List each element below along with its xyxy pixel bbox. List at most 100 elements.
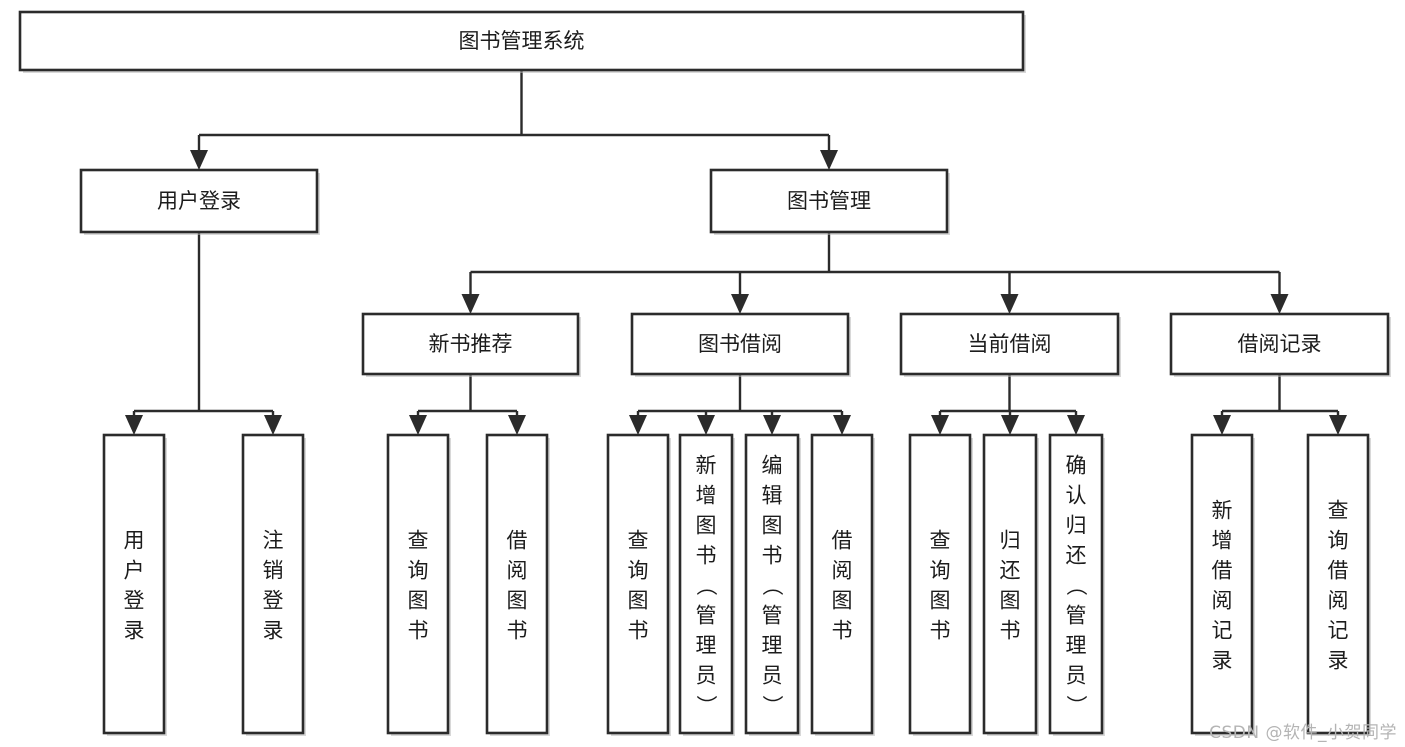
node-label-char: 归 bbox=[1066, 513, 1087, 537]
node-box[interactable] bbox=[386, 433, 450, 735]
node-box[interactable] bbox=[744, 433, 800, 735]
node-label-char: 员 bbox=[696, 663, 717, 687]
node-label-char: 记 bbox=[1212, 618, 1233, 642]
node-label-char: 确 bbox=[1066, 453, 1087, 477]
node-label-char: 书 bbox=[696, 543, 717, 567]
node-box[interactable] bbox=[485, 433, 549, 735]
node-label-char: 查 bbox=[930, 528, 951, 552]
arrow-head bbox=[264, 415, 282, 435]
arrow-head bbox=[190, 150, 208, 170]
node-label-char: 还 bbox=[1066, 543, 1087, 567]
node-leaf-用户登录-0[interactable]: 用户登录 bbox=[102, 433, 167, 736]
node-l3-新书推荐-0[interactable]: 新书推荐 bbox=[361, 312, 581, 377]
node-label-char: 管 bbox=[1066, 603, 1087, 627]
node-l3-当前借阅-2[interactable]: 当前借阅 bbox=[899, 312, 1121, 377]
node-label: 当前借阅 bbox=[968, 332, 1052, 356]
node-label-char: 借 bbox=[1328, 558, 1349, 582]
node-label-char: 增 bbox=[1212, 528, 1233, 552]
node-label-char: 图 bbox=[832, 588, 853, 612]
node-label-char: 录 bbox=[1328, 648, 1349, 672]
node-box[interactable] bbox=[1169, 312, 1390, 376]
node-label-char: 书 bbox=[1000, 618, 1021, 642]
node-label-char: 理 bbox=[1066, 633, 1087, 657]
node-label-char: 登 bbox=[263, 588, 284, 612]
arrow-head bbox=[833, 415, 851, 435]
node-box[interactable] bbox=[361, 312, 580, 376]
node-box[interactable] bbox=[709, 168, 949, 234]
node-label-char: 书 bbox=[762, 543, 783, 567]
node-label-char: 图 bbox=[628, 588, 649, 612]
node-label-char: （ bbox=[1064, 575, 1088, 596]
arrow-head bbox=[125, 415, 143, 435]
node-l3-图书借阅-1[interactable]: 图书借阅 bbox=[630, 312, 851, 377]
node-box[interactable] bbox=[908, 433, 972, 735]
node-label-char: 增 bbox=[696, 483, 717, 507]
node-label-char: 书 bbox=[408, 618, 429, 642]
node-root-图书管理系统-0[interactable]: 图书管理系统 bbox=[18, 10, 1026, 73]
node-box[interactable] bbox=[810, 433, 874, 735]
node-label-char: 认 bbox=[1066, 483, 1087, 507]
node-label-char: 销 bbox=[263, 558, 284, 582]
node-label-char: 归 bbox=[1000, 528, 1021, 552]
node-label-char: 注 bbox=[263, 528, 284, 552]
arrow-head bbox=[409, 415, 427, 435]
node-box[interactable] bbox=[678, 433, 734, 735]
node-l2-图书管理-1[interactable]: 图书管理 bbox=[709, 168, 950, 235]
node-label-char: 书 bbox=[628, 618, 649, 642]
node-box[interactable] bbox=[1048, 433, 1104, 735]
connector-layer bbox=[125, 70, 1347, 435]
arrow-head bbox=[1067, 415, 1085, 435]
arrow-head bbox=[820, 150, 838, 170]
node-label-char: 员 bbox=[762, 663, 783, 687]
node-label-char: 图 bbox=[696, 513, 717, 537]
arrow-head bbox=[629, 415, 647, 435]
node-box[interactable] bbox=[1190, 433, 1254, 735]
node-box[interactable] bbox=[18, 10, 1025, 72]
node-label-char: 管 bbox=[696, 603, 717, 627]
node-label-char: 借 bbox=[1212, 558, 1233, 582]
node-label-char: 阅 bbox=[832, 558, 853, 582]
node-box[interactable] bbox=[79, 168, 319, 234]
node-box[interactable] bbox=[606, 433, 670, 735]
node-label-char: 员 bbox=[1066, 663, 1087, 687]
arrow-head bbox=[931, 415, 949, 435]
node-box[interactable] bbox=[899, 312, 1120, 376]
node-box[interactable] bbox=[982, 433, 1038, 735]
node-label-char: 图 bbox=[507, 588, 528, 612]
node-label-char: 录 bbox=[263, 618, 284, 642]
node-label-char: 询 bbox=[930, 558, 951, 582]
node-label-char: 阅 bbox=[1212, 588, 1233, 612]
node-label-char: 图 bbox=[762, 513, 783, 537]
node-box[interactable] bbox=[241, 433, 305, 735]
node-l3-借阅记录-3[interactable]: 借阅记录 bbox=[1169, 312, 1391, 377]
node-label-char: 询 bbox=[1328, 528, 1349, 552]
node-label-char: 户 bbox=[124, 558, 145, 582]
node-label: 图书管理系统 bbox=[459, 29, 585, 53]
node-l2-用户登录-0[interactable]: 用户登录 bbox=[79, 168, 320, 235]
node-label: 图书借阅 bbox=[698, 332, 782, 356]
node-label-char: 辑 bbox=[762, 483, 783, 507]
node-label-char: 新 bbox=[1212, 498, 1233, 522]
node-box[interactable] bbox=[1306, 433, 1370, 735]
node-box[interactable] bbox=[630, 312, 850, 376]
node-label-char: 记 bbox=[1328, 618, 1349, 642]
node-box[interactable] bbox=[102, 433, 166, 735]
node-label-char: 录 bbox=[1212, 648, 1233, 672]
node-label-char: 编 bbox=[762, 453, 783, 477]
arrow-head bbox=[763, 415, 781, 435]
node-label-char: 理 bbox=[696, 633, 717, 657]
node-label-char: 阅 bbox=[507, 558, 528, 582]
